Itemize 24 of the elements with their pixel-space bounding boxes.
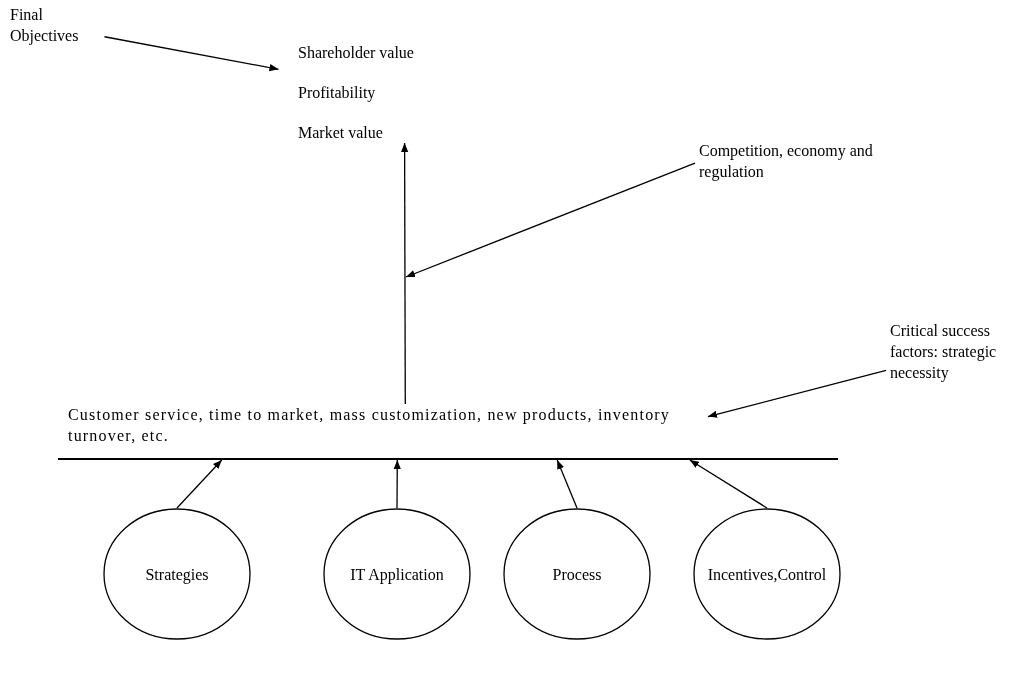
arrow: [405, 162, 696, 278]
node-label: Process: [552, 564, 602, 585]
node-label: Incentives,Control: [707, 564, 827, 585]
factor-list-text: Customer service, time to market, mass customization, new products, inventory turnover, etc.: [68, 405, 672, 446]
arrow: [103, 36, 280, 72]
node-label: IT Application: [350, 564, 444, 585]
objective-text: Market value: [298, 123, 384, 143]
divider-line: [58, 458, 838, 460]
label-text: Final Objectives: [10, 5, 80, 46]
note-text: Critical success factors: strategic necessity: [890, 321, 998, 383]
ellipse-node: [693, 508, 841, 640]
ellipse-node: [503, 508, 651, 640]
arrow: [393, 459, 401, 509]
arrow: [176, 459, 223, 509]
ellipse-node: [323, 508, 471, 640]
objective-text: Profitability: [298, 83, 377, 103]
arrow: [689, 459, 768, 509]
arrow: [707, 369, 887, 418]
arrow: [401, 142, 409, 405]
arrow: [556, 459, 578, 509]
objective-text: Shareholder value: [298, 43, 415, 63]
node-label: Strategies: [145, 564, 209, 585]
ellipse-node: [103, 508, 251, 640]
factor-text: Competition, economy and regulation: [699, 141, 874, 182]
